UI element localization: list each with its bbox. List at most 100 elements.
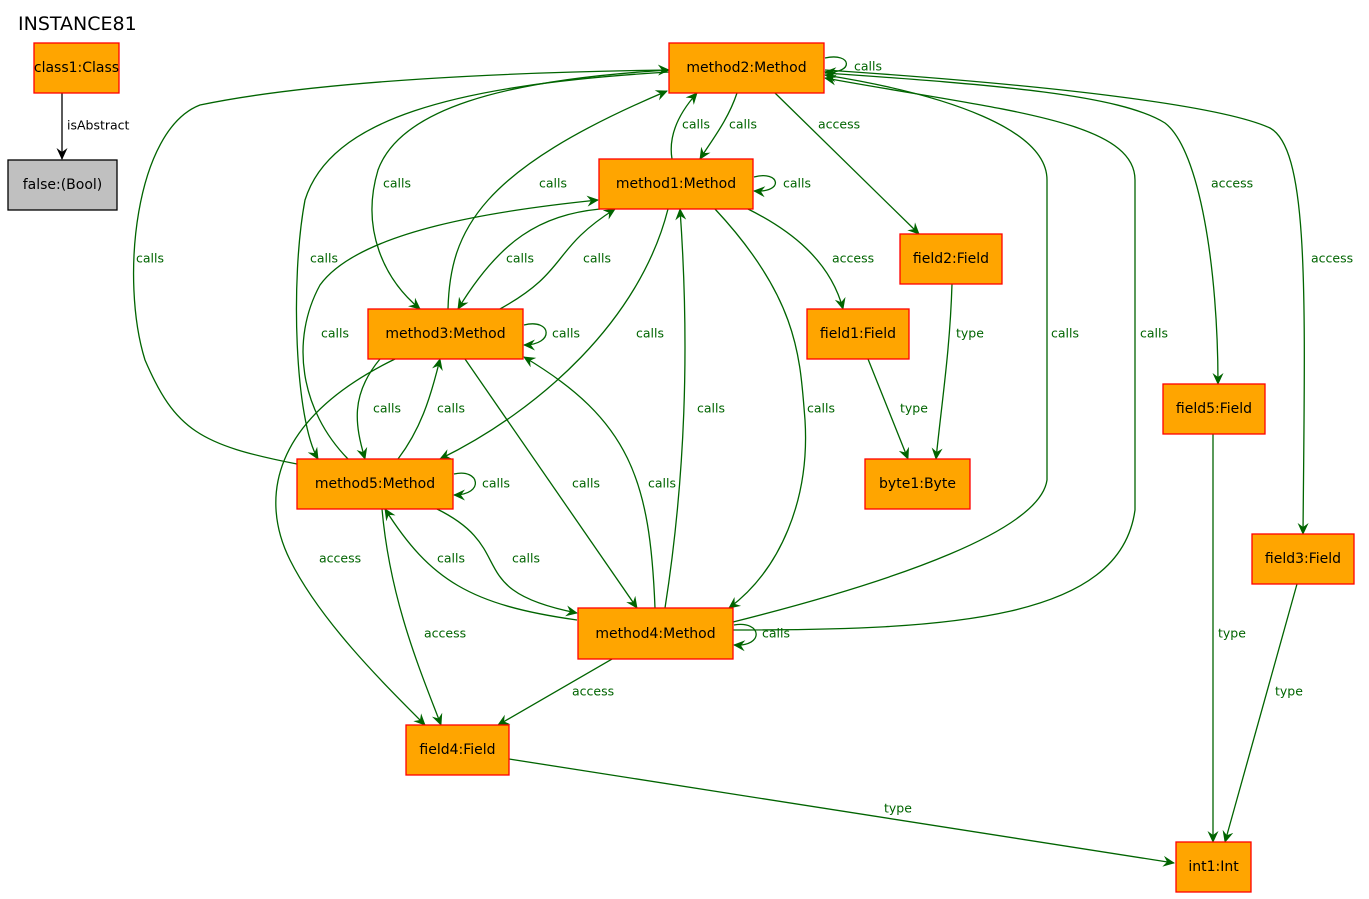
- edge-label: access: [1311, 251, 1353, 266]
- node-byte1[interactable]: byte1:Byte: [864, 458, 971, 510]
- node-label: field5:Field: [1176, 401, 1252, 417]
- edge-field1-byte1: [867, 358, 910, 460]
- edge-label: calls: [583, 251, 611, 266]
- edge-method3-method2: [447, 90, 668, 310]
- edge-label: calls: [373, 401, 401, 416]
- edge-label: calls: [1140, 326, 1168, 341]
- node-method3[interactable]: method3:Method: [367, 308, 524, 360]
- edge-label: calls: [136, 251, 164, 266]
- edge-class1-false: isAbstract: [56, 93, 130, 160]
- edge-method1-method2: [670, 92, 698, 160]
- edge-method5-method1: [302, 195, 599, 460]
- edge-method2-field3: [824, 69, 1309, 535]
- edge-method3-self: [523, 323, 547, 351]
- edge-method1-method4: [714, 208, 807, 609]
- edge-label: calls: [310, 251, 338, 266]
- edge-method1-self: [753, 175, 777, 198]
- node-label: byte1:Byte: [879, 476, 956, 492]
- edge-label: calls: [807, 401, 835, 416]
- edge-method5-self: [453, 472, 477, 501]
- edge-method4-method5: [384, 508, 578, 621]
- node-field2[interactable]: field2:Field: [899, 233, 1003, 285]
- node-field5[interactable]: field5:Field: [1162, 383, 1266, 435]
- edge-method2-method1: [699, 92, 738, 160]
- node-label: method3:Method: [385, 326, 505, 342]
- edge-label: calls: [482, 476, 510, 491]
- edge-label: calls: [783, 176, 811, 191]
- edge-label: calls: [682, 117, 710, 132]
- edge-method2-method5: [295, 71, 670, 460]
- node-label: field4:Field: [419, 742, 495, 758]
- edge-label: type: [1218, 626, 1246, 641]
- edge-method5-method3: [397, 358, 443, 460]
- node-field4[interactable]: field4:Field: [405, 724, 510, 776]
- edge-label: calls: [636, 326, 664, 341]
- edge-label: calls: [437, 551, 465, 566]
- edge-label: type: [900, 401, 928, 416]
- edge-method1-method3: [457, 208, 601, 310]
- edge-method3-field4: [275, 358, 426, 726]
- node-label: method4:Method: [595, 626, 715, 642]
- node-field1[interactable]: field1:Field: [806, 308, 910, 360]
- edge-label: calls: [552, 326, 580, 341]
- edge-field2-byte1: [931, 283, 953, 460]
- node-label: field3:Field: [1265, 551, 1341, 567]
- edge-label: type: [884, 801, 912, 816]
- node-method2[interactable]: method2:Method: [668, 42, 825, 94]
- edge-label: calls: [697, 401, 725, 416]
- node-class1[interactable]: class1:Class: [33, 42, 120, 94]
- edge-method3-method1: [499, 208, 616, 310]
- edge-label: isAbstract: [67, 118, 130, 133]
- edge-label: calls: [572, 476, 600, 491]
- node-label: field2:Field: [913, 251, 989, 267]
- diagram-title: INSTANCE81: [18, 13, 137, 35]
- edge-label: calls: [539, 176, 567, 191]
- edges: isAbstract: [56, 56, 1353, 867]
- edge-label: calls: [1051, 326, 1079, 341]
- edge-method3-method4: [464, 358, 638, 609]
- edge-label: calls: [854, 59, 882, 74]
- edge-method5-method4: [436, 508, 578, 617]
- node-label: method1:Method: [616, 176, 736, 192]
- edge-label: calls: [506, 251, 534, 266]
- node-label: false:(Bool): [23, 177, 103, 193]
- edge-label: access: [818, 117, 860, 132]
- edge-method4-field4: [497, 658, 613, 726]
- node-label: int1:Int: [1188, 859, 1239, 875]
- node-method4[interactable]: method4:Method: [577, 607, 734, 660]
- edge-method4-method3: [523, 356, 656, 609]
- node-int1[interactable]: int1:Int: [1175, 841, 1252, 893]
- edge-label: calls: [437, 401, 465, 416]
- edge-method4-method2-b: [732, 74, 1136, 631]
- edge-label: calls: [762, 626, 790, 641]
- nodes: class1:Class false:(Bool) method2:Method…: [7, 42, 1355, 893]
- node-method5[interactable]: method5:Method: [296, 458, 454, 510]
- edge-method2-field5: [824, 72, 1224, 385]
- edge-label: calls: [648, 476, 676, 491]
- edge-method5-method2: [132, 64, 670, 465]
- node-label: method2:Method: [686, 60, 806, 76]
- edge-label: access: [832, 251, 874, 266]
- edge-method4-method1: [664, 208, 687, 609]
- node-false-bool[interactable]: false:(Bool): [7, 159, 118, 211]
- edge-method1-method5: [439, 208, 669, 460]
- edge-method1-field1: [747, 208, 846, 310]
- edge-label: access: [319, 551, 361, 566]
- edge-label: access: [572, 684, 614, 699]
- edge-label: calls: [729, 117, 757, 132]
- edge-label: calls: [512, 551, 540, 566]
- edge-method3-method5: [356, 358, 381, 460]
- edge-method5-field4: [381, 508, 443, 726]
- node-method1[interactable]: method1:Method: [598, 158, 754, 210]
- edge-method4-self: [733, 623, 757, 652]
- node-label: method5:Method: [315, 476, 435, 492]
- edge-method2-field2: [774, 92, 920, 235]
- edge-method4-method2-a: [732, 71, 1048, 623]
- edge-field3-int1: [1222, 583, 1298, 843]
- edge-label: calls: [383, 176, 411, 191]
- node-field3[interactable]: field3:Field: [1251, 533, 1355, 585]
- node-label: class1:Class: [34, 60, 119, 76]
- node-label: field1:Field: [820, 326, 896, 342]
- edge-label: access: [424, 626, 466, 641]
